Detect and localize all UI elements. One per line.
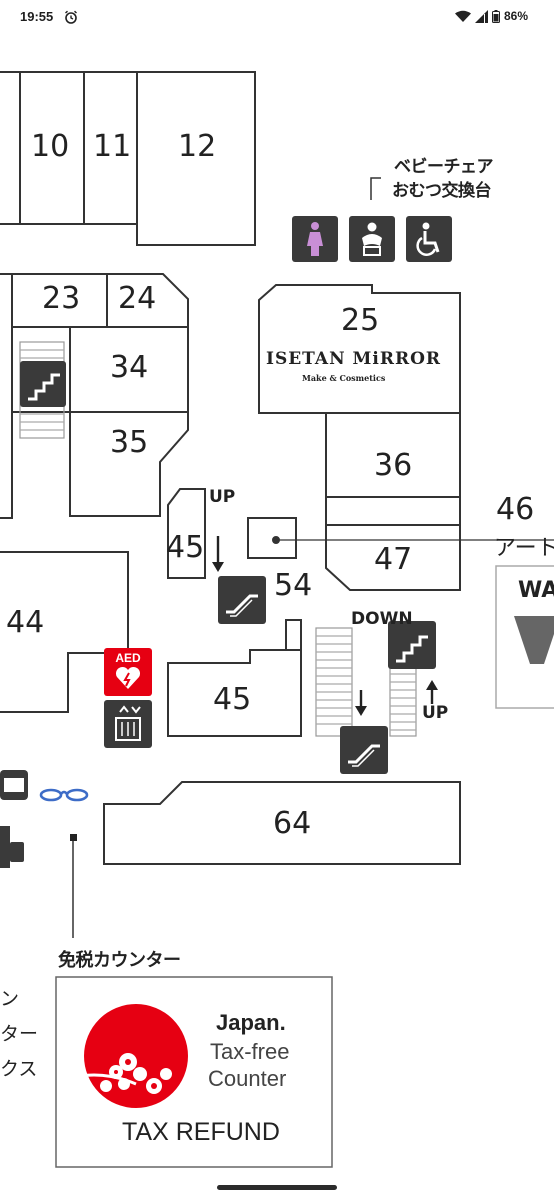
tax-refund-label: TAX REFUND	[122, 1118, 280, 1146]
isetan-mirror-sub: Make & Cosmetics	[302, 373, 386, 383]
elevator-icon	[104, 700, 152, 748]
shop-block-36-47	[325, 413, 461, 591]
escalator-strip-center	[315, 627, 353, 737]
battery-icon	[491, 9, 500, 23]
status-bar: 19:55 86%	[0, 0, 554, 36]
escalator-icon-54	[218, 576, 266, 624]
alarm-icon	[64, 9, 78, 28]
partial-sign-text: WA	[518, 578, 554, 603]
left-fragment-2: ター	[0, 1023, 39, 1045]
shop-block-64	[103, 781, 461, 865]
shop-54[interactable]: 54	[274, 568, 313, 603]
tax-free-line1: Tax-free	[210, 1039, 290, 1064]
wifi-icon	[454, 10, 471, 22]
diaper-changing-label: おむつ交換台	[392, 181, 492, 201]
signal-icon	[474, 9, 488, 23]
aed-icon: AED	[104, 648, 152, 696]
shop-35[interactable]: 35	[110, 425, 149, 460]
gesture-bar[interactable]	[217, 1185, 337, 1190]
shop-block-44	[0, 551, 129, 713]
shop-24[interactable]: 24	[118, 281, 157, 316]
shop-block-left	[0, 273, 13, 519]
device-icon-bottom	[0, 826, 10, 868]
stairs-icon-left	[20, 361, 66, 407]
japan-brand: Japan.	[216, 1010, 286, 1035]
escalator-icon-down	[340, 726, 388, 774]
baby-changing-icon	[349, 216, 395, 262]
isetan-mirror-logo[interactable]: ISETAN MiRROR	[266, 349, 442, 369]
stairs-icon-right	[388, 621, 436, 669]
tax-free-line2: Counter	[208, 1066, 287, 1091]
partial-sign-frame	[495, 565, 554, 709]
shop-46[interactable]: 46	[496, 492, 535, 527]
tax-counter-label: 免税カウンター	[58, 950, 181, 971]
escalator-strip-right	[389, 665, 417, 737]
shop-44[interactable]: 44	[6, 605, 45, 640]
shop-11[interactable]: 11	[93, 129, 132, 164]
wheelchair-icon	[406, 216, 452, 262]
up-label-left: UP	[209, 487, 236, 507]
shop-34[interactable]: 34	[110, 350, 149, 385]
shop-block-45a	[167, 488, 206, 579]
shop-45-column[interactable]: 45	[166, 530, 205, 565]
womens-restroom-icon	[292, 216, 338, 262]
feature-square	[247, 517, 297, 559]
shop-25[interactable]: 25	[341, 303, 380, 338]
tax-refund-box	[55, 976, 333, 1168]
shop-45-lower[interactable]: 45	[213, 682, 252, 717]
sakura-logo-icon	[79, 1004, 188, 1108]
baby-chair-label: ベビーチェア	[394, 157, 494, 177]
shop-block-top	[0, 71, 256, 246]
status-right: 86%	[454, 9, 528, 23]
shop-block-45b	[167, 619, 302, 737]
art-label: アート	[494, 536, 554, 561]
shop-23[interactable]: 23	[42, 281, 81, 316]
up-label-right: UP	[422, 703, 449, 723]
floor-map[interactable]: AED 10 11 12 23 24 25 ISETAN MiRROR Make…	[0, 36, 554, 1178]
shop-47[interactable]: 47	[374, 542, 413, 577]
glasses-icon	[39, 788, 89, 802]
left-fragment-3: クス	[0, 1058, 38, 1080]
down-label: DOWN	[351, 609, 413, 629]
left-fragment-1: ン	[0, 988, 20, 1010]
shop-12[interactable]: 12	[178, 129, 217, 164]
aed-label: AED	[115, 651, 141, 665]
shop-36[interactable]: 36	[374, 448, 413, 483]
battery-percent: 86%	[503, 9, 528, 23]
shop-64[interactable]: 64	[273, 806, 312, 841]
status-time: 19:55	[20, 9, 54, 24]
shop-10[interactable]: 10	[31, 129, 70, 164]
shop-block-25	[258, 284, 461, 414]
heart-icon	[115, 666, 141, 689]
